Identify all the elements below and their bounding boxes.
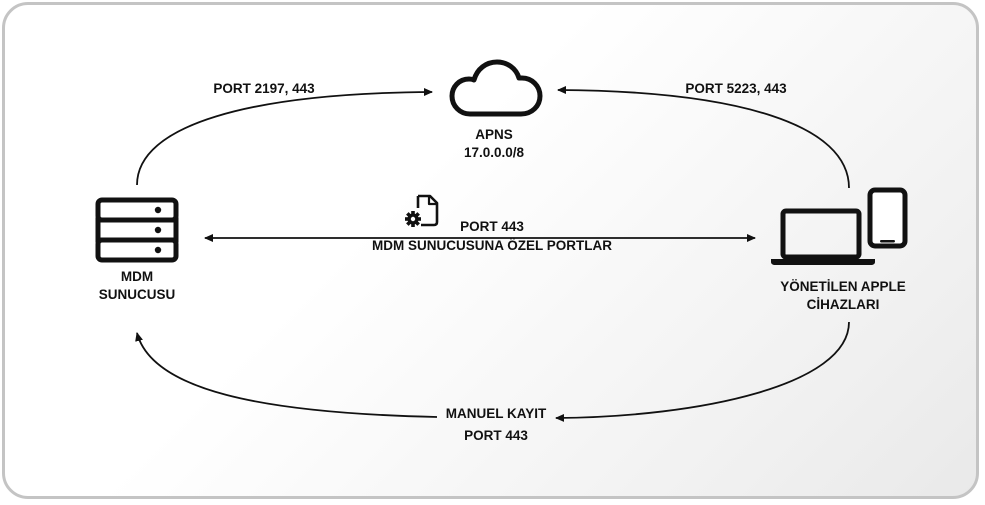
mdm-server-label-line2: SUNUCUSU — [99, 287, 176, 302]
server-rack-icon — [95, 197, 179, 263]
arc-mdm-to-apns — [136, 88, 433, 186]
arc-devices-to-apns — [557, 86, 850, 189]
document-gear-icon — [405, 194, 439, 227]
laptop-phone-icon — [771, 187, 908, 265]
manual-enrollment-label: MANUEL KAYIT — [446, 406, 547, 421]
port-label-devices-apns: PORT 5223, 443 — [685, 81, 787, 96]
manual-enrollment-port-label: PORT 443 — [464, 428, 528, 443]
port-label-mdm-devices-line2: MDM SUNUCUSUNA ÖZEL PORTLAR — [372, 238, 612, 253]
cloud-icon — [449, 59, 543, 117]
port-label-mdm-devices-line1: PORT 443 — [460, 219, 524, 234]
devices-label-line2: CİHAZLARI — [807, 297, 880, 312]
devices-label-line1: YÖNETİLEN APPLE — [780, 279, 906, 294]
mdm-server-label-line1: MDM — [121, 269, 153, 284]
diagram-frame — [2, 2, 979, 499]
apns-name-label: APNS — [475, 127, 513, 142]
apns-address-label: 17.0.0.0/8 — [464, 145, 525, 160]
arc-bottom-left — [135, 332, 438, 418]
port-label-mdm-apns: PORT 2197, 443 — [213, 81, 315, 96]
arc-devices-to-mdm — [555, 321, 850, 422]
